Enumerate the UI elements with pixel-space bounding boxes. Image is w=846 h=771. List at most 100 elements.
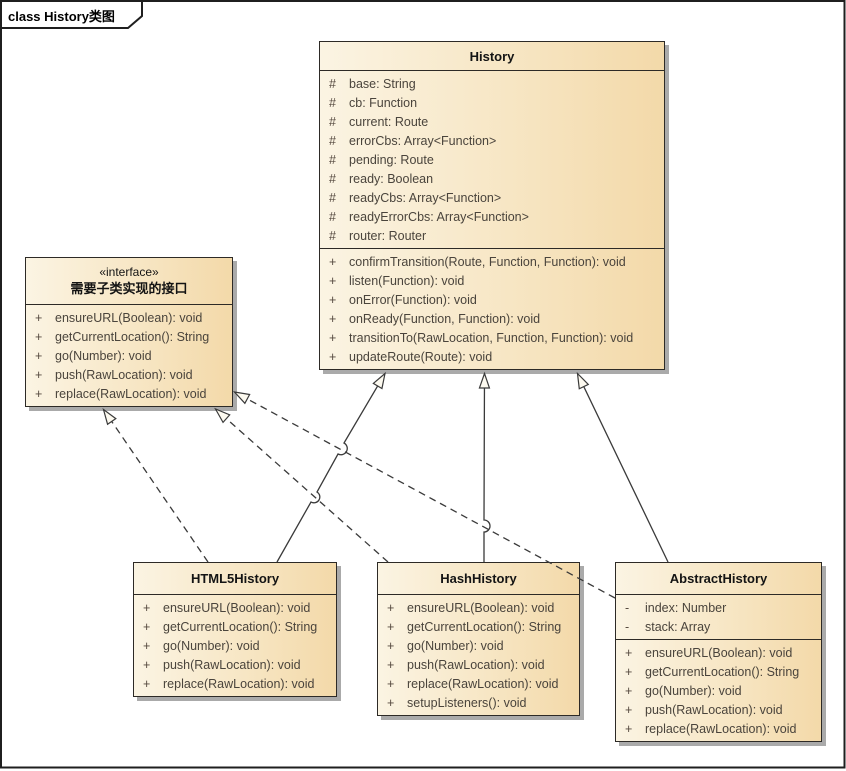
visibility-symbol: + [625, 683, 633, 698]
member-row: + push(RawLocation): void [26, 365, 232, 384]
visibility-symbol: # [329, 114, 336, 129]
member-text: listen(Function): void [349, 273, 465, 288]
visibility-symbol: # [329, 228, 336, 243]
member-row: +updateRoute(Route): void [320, 347, 664, 366]
visibility-symbol: # [329, 133, 336, 148]
member-text: getCurrentLocation(): String [163, 619, 318, 634]
class-title-text: HashHistory [440, 571, 517, 586]
member-text: onError(Function): void [349, 292, 477, 307]
member-row: + push(RawLocation): void [134, 655, 336, 674]
visibility-symbol: + [329, 273, 337, 288]
class-title-history: History [320, 42, 664, 70]
member-text: go(Number): void [645, 683, 742, 698]
member-row: +getCurrentLocation(): String [616, 662, 821, 681]
methods-compartment: +ensureURL(Boolean): void+getCurrentLoca… [134, 594, 336, 696]
visibility-symbol: + [387, 638, 395, 653]
member-row: + onReady(Function, Function): void [320, 309, 664, 328]
visibility-symbol: + [387, 695, 395, 710]
visibility-symbol: + [329, 292, 337, 307]
class-box-history[interactable]: History # base: String #cb: Function#curre… [319, 41, 665, 370]
visibility-symbol: + [329, 254, 337, 269]
class-box-abstracthistory[interactable]: AbstractHistory -index: Number-stack: Ar… [615, 562, 822, 742]
visibility-symbol: + [329, 330, 337, 345]
visibility-symbol: + [625, 721, 633, 736]
member-row: #cb: Function [320, 93, 664, 112]
member-row: + onError(Function): void [320, 290, 664, 309]
member-text: base: String [349, 76, 416, 91]
member-row: + replace(RawLocation): void [378, 674, 579, 693]
visibility-symbol: + [387, 676, 395, 691]
member-text: router: Router [349, 228, 427, 243]
visibility-symbol: + [387, 619, 395, 634]
member-row: +replace(RawLocation): void [134, 674, 336, 693]
class-title-interface: «interface» 需要子类实现的接口 [26, 258, 232, 304]
member-row: + getCurrentLocation(): String [134, 617, 336, 636]
member-text: push(RawLocation): void [55, 367, 193, 382]
member-row: # ready: Boolean [320, 169, 664, 188]
member-text: onReady(Function, Function): void [349, 311, 541, 326]
class-title-text: History [469, 48, 515, 64]
member-row: #readyCbs: Array<Function> [320, 188, 664, 207]
member-text: push(RawLocation): void [645, 702, 783, 717]
methods-compartment: +ensureURL(Boolean): void+getCurrentLoca… [26, 304, 232, 406]
visibility-symbol: + [35, 386, 43, 401]
generalization-hashhistory-to-history[interactable] [478, 371, 491, 563]
methods-compartment: +ensureURL(Boolean): void+getCurrentLoca… [616, 639, 821, 741]
member-text: setupListeners(): void [407, 695, 527, 710]
visibility-symbol: + [625, 702, 633, 717]
visibility-symbol: + [35, 329, 43, 344]
class-title-hashhistory: HashHistory [378, 563, 579, 594]
class-box-hashhistory[interactable]: HashHistory + ensureURL(Boolean): void + ge… [377, 562, 580, 716]
visibility-symbol: + [143, 619, 151, 634]
realization-hashhistory-to-interface[interactable] [214, 407, 389, 563]
class-box-html5history[interactable]: HTML5History +ensureURL(Boolean): void+g… [133, 562, 337, 697]
member-row: #readyErrorCbs: Array<Function> [320, 207, 664, 226]
visibility-symbol: + [35, 367, 43, 382]
member-row: + listen(Function): void [320, 271, 664, 290]
realization-html5history-to-interface[interactable] [102, 407, 209, 563]
member-text: ensureURL(Boolean): void [407, 600, 555, 615]
visibility-symbol: + [143, 657, 151, 672]
member-text: replace(RawLocation): void [407, 676, 559, 691]
member-row: +confirmTransition(Route, Function, Func… [320, 252, 664, 271]
member-row: + replace(RawLocation): void [616, 719, 821, 738]
member-row: + ensureURL(Boolean): void [378, 598, 579, 617]
generalization-abstracthistory-to-history[interactable] [576, 371, 669, 563]
member-row: + getCurrentLocation(): String [378, 617, 579, 636]
attributes-compartment: # base: String #cb: Function#current: Rout… [320, 70, 664, 248]
attributes-compartment: -index: Number-stack: Array [616, 594, 821, 639]
member-row: #current: Route [320, 112, 664, 131]
member-row: + push(RawLocation): void [616, 700, 821, 719]
member-text: go(Number): void [407, 638, 504, 653]
member-text: push(RawLocation): void [407, 657, 545, 672]
member-row: +transitionTo(RawLocation, Function, Fun… [320, 328, 664, 347]
visibility-symbol: + [35, 310, 43, 325]
visibility-symbol: + [329, 349, 337, 364]
member-row: + go(Number): void [378, 636, 579, 655]
member-row: -stack: Array [616, 617, 821, 636]
visibility-symbol: + [329, 311, 337, 326]
member-text: push(RawLocation): void [163, 657, 301, 672]
member-row: +push(RawLocation): void [378, 655, 579, 674]
visibility-symbol: # [329, 152, 336, 167]
visibility-symbol: + [387, 600, 395, 615]
member-text: getCurrentLocation(): String [407, 619, 562, 634]
member-row: +go(Number): void [134, 636, 336, 655]
member-text: errorCbs: Array<Function> [349, 133, 497, 148]
member-text: go(Number): void [55, 348, 152, 363]
visibility-symbol: # [329, 95, 336, 110]
member-row: +getCurrentLocation(): String [26, 327, 232, 346]
member-row: # router: Router [320, 226, 664, 245]
generalization-html5history-to-history[interactable] [276, 371, 386, 563]
methods-compartment: + ensureURL(Boolean): void + getCurrentLoca… [378, 594, 579, 715]
class-title-text: AbstractHistory [669, 571, 768, 586]
member-text: replace(RawLocation): void [645, 721, 797, 736]
member-row: + go(Number): void [616, 681, 821, 700]
member-text: readyErrorCbs: Array<Function> [349, 209, 529, 224]
member-text: ready: Boolean [349, 171, 434, 186]
class-box-interface[interactable]: «interface» 需要子类实现的接口 +ensureURL(Boolean… [25, 257, 233, 407]
visibility-symbol: # [329, 171, 336, 186]
member-text: stack: Array [645, 619, 711, 634]
member-row: # errorCbs: Array<Function> [320, 131, 664, 150]
class-title-text: HTML5History [190, 571, 280, 586]
